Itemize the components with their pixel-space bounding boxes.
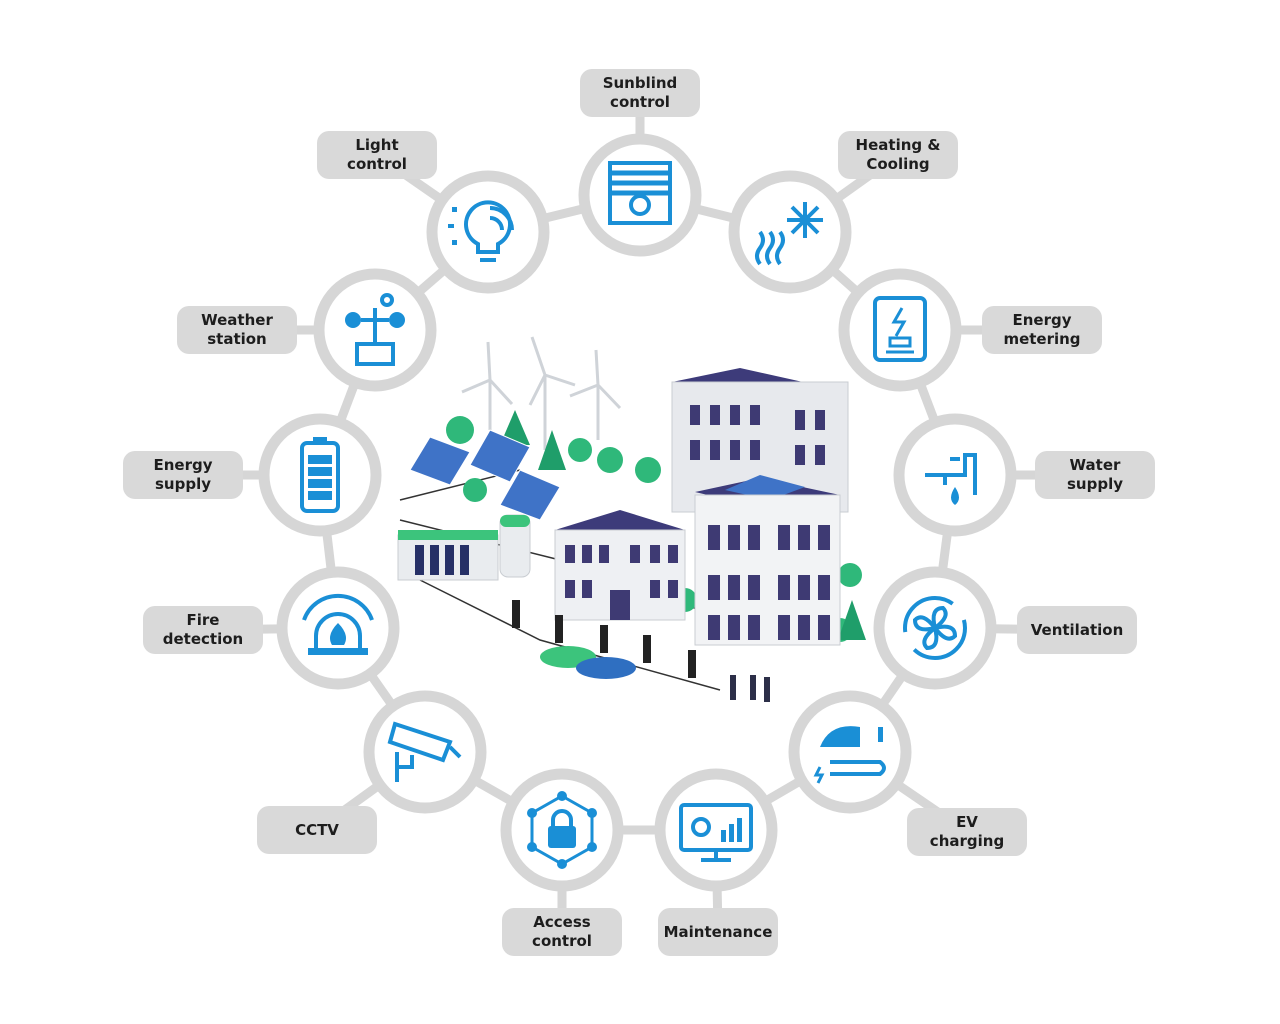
feature-node <box>363 690 487 814</box>
feature-label: Energy supply <box>123 451 243 499</box>
smart-bulb-icon <box>448 200 514 262</box>
node-ring <box>426 170 550 294</box>
feature-label: Ventilation <box>1017 606 1137 654</box>
feature-node <box>313 268 437 392</box>
feature-label: CCTV <box>257 806 377 854</box>
smart-campus-illustration <box>397 336 866 702</box>
node-ring <box>788 690 912 814</box>
fire-alarm-icon <box>302 593 374 655</box>
feature-node <box>893 413 1017 537</box>
fan-icon <box>903 596 967 660</box>
feature-label: Fire detection <box>143 606 263 654</box>
feature-label: Sunblind control <box>580 69 700 117</box>
ev-plug-icon <box>813 726 886 784</box>
feature-node <box>276 566 400 690</box>
lock-network-icon <box>527 791 597 869</box>
feature-node <box>728 170 852 294</box>
feature-node <box>838 268 962 392</box>
feature-label: Energy metering <box>982 306 1102 354</box>
feature-label: Weather station <box>177 306 297 354</box>
feature-node <box>500 768 624 892</box>
cctv-camera-icon <box>387 721 462 782</box>
feature-node <box>654 768 778 892</box>
feature-label: Water supply <box>1035 451 1155 499</box>
node-ring <box>654 768 778 892</box>
sunblind-icon <box>608 161 672 225</box>
feature-label: EV charging <box>907 808 1027 856</box>
feature-label: Access control <box>502 908 622 956</box>
heating-cooling-icon <box>755 202 823 266</box>
feature-label: Maintenance <box>658 908 778 956</box>
battery-icon <box>300 437 340 513</box>
node-ring <box>728 170 852 294</box>
feature-label: Light control <box>317 131 437 179</box>
water-tap-icon <box>925 453 977 505</box>
feature-node <box>788 690 912 814</box>
monitor-gear-chart-icon <box>679 803 753 862</box>
anemometer-icon <box>345 293 405 366</box>
feature-node <box>258 413 382 537</box>
feature-label: Heating & Cooling <box>838 131 958 179</box>
energy-meter-icon <box>873 296 927 362</box>
feature-node <box>873 566 997 690</box>
feature-node <box>426 170 550 294</box>
feature-node <box>578 133 702 257</box>
